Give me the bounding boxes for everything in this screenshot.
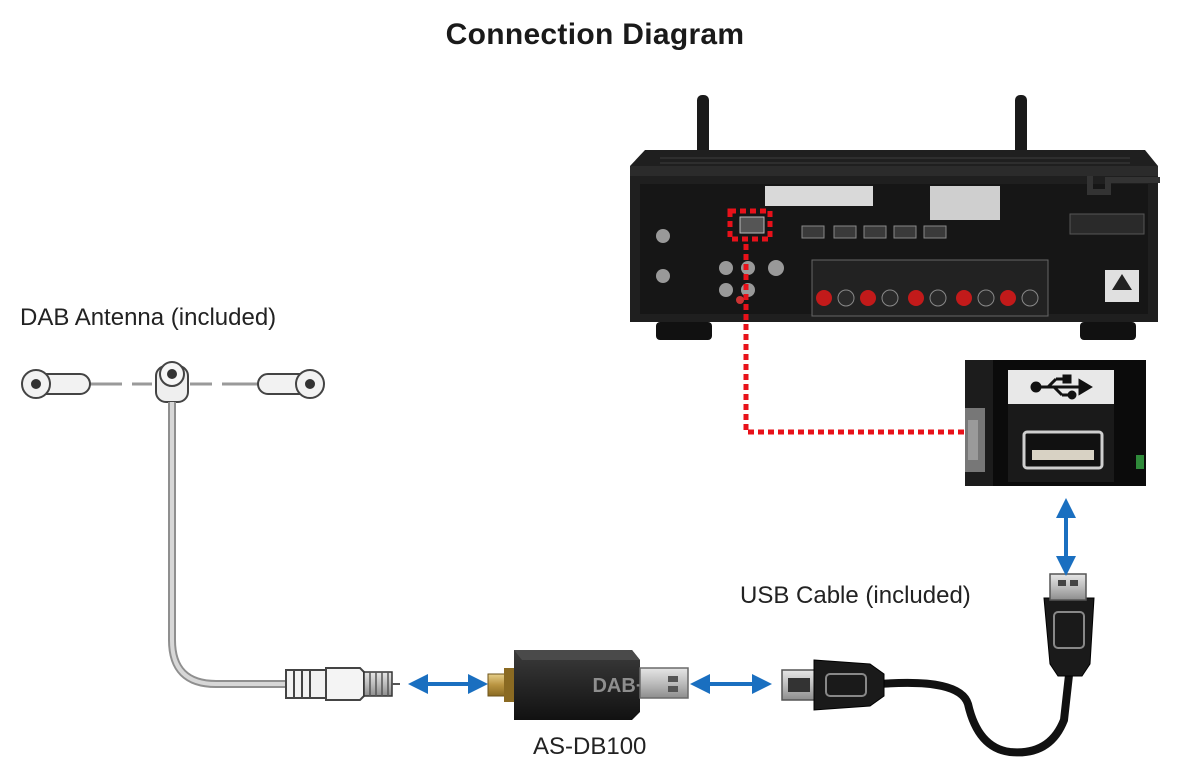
- dab-dongle: DAB+: [487, 650, 689, 720]
- dab-antenna: [21, 361, 400, 701]
- antenna-label: DAB Antenna (included): [20, 304, 277, 331]
- usb-cable-label: USB Cable (included): [740, 582, 971, 609]
- usb-cable: [781, 573, 1095, 757]
- av-receiver: [630, 95, 1160, 340]
- usb-symbol-icon: [1030, 374, 1093, 400]
- dongle-label: AS-DB100: [533, 733, 647, 760]
- usb-port-highlight: [727, 208, 966, 435]
- usb-port-zoom-inset: [965, 360, 1146, 486]
- dab-plus-logo: DAB+: [592, 675, 647, 697]
- page-title: Connection Diagram: [445, 18, 745, 51]
- connection-arrow-icon: [408, 498, 1076, 694]
